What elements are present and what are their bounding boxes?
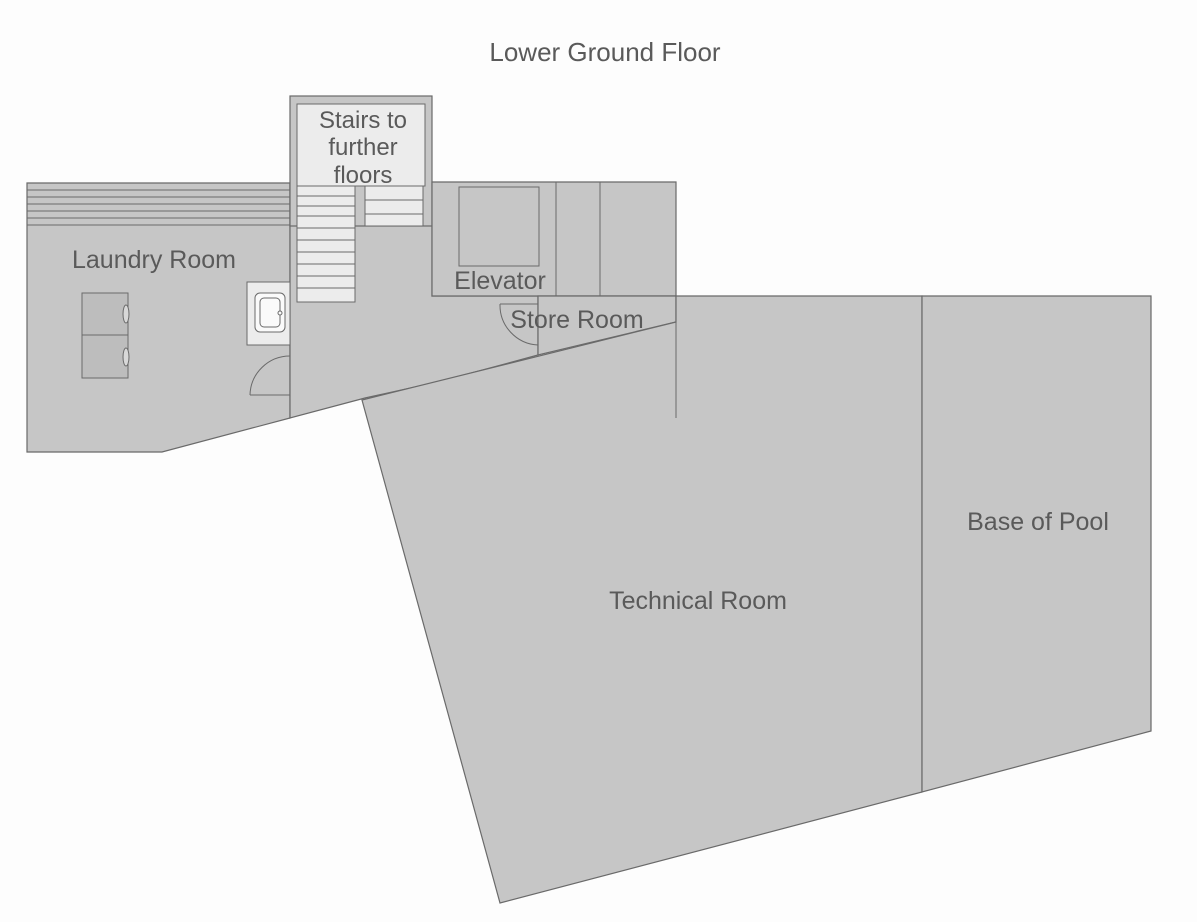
store-room-label: Store Room [510,306,643,334]
stairs-label-line2: further [328,134,397,161]
pool-base-label: Base of Pool [967,508,1109,536]
technical-partition [289,296,677,418]
stairs-label-line1: Stairs to [319,107,407,134]
washer-dryer-stack [81,292,130,379]
laundry-wall-stripes [27,189,290,226]
laundry-door [249,345,291,396]
pool-base-area [921,295,1152,793]
elevator-label: Elevator [454,267,546,295]
laundry-room-area [26,182,291,453]
stairwell-inner [296,103,426,187]
technical-room-label: Technical Room [609,587,787,615]
sink [246,281,291,346]
laundry-room-label: Laundry Room [72,246,236,274]
store-room-door [499,303,539,346]
stair-treads-right [364,185,424,227]
stairs-label-line3: floors [334,162,393,189]
floor-title: Lower Ground Floor [489,37,721,67]
stair-treads-left [296,185,356,303]
elevator-shaft [431,182,601,296]
